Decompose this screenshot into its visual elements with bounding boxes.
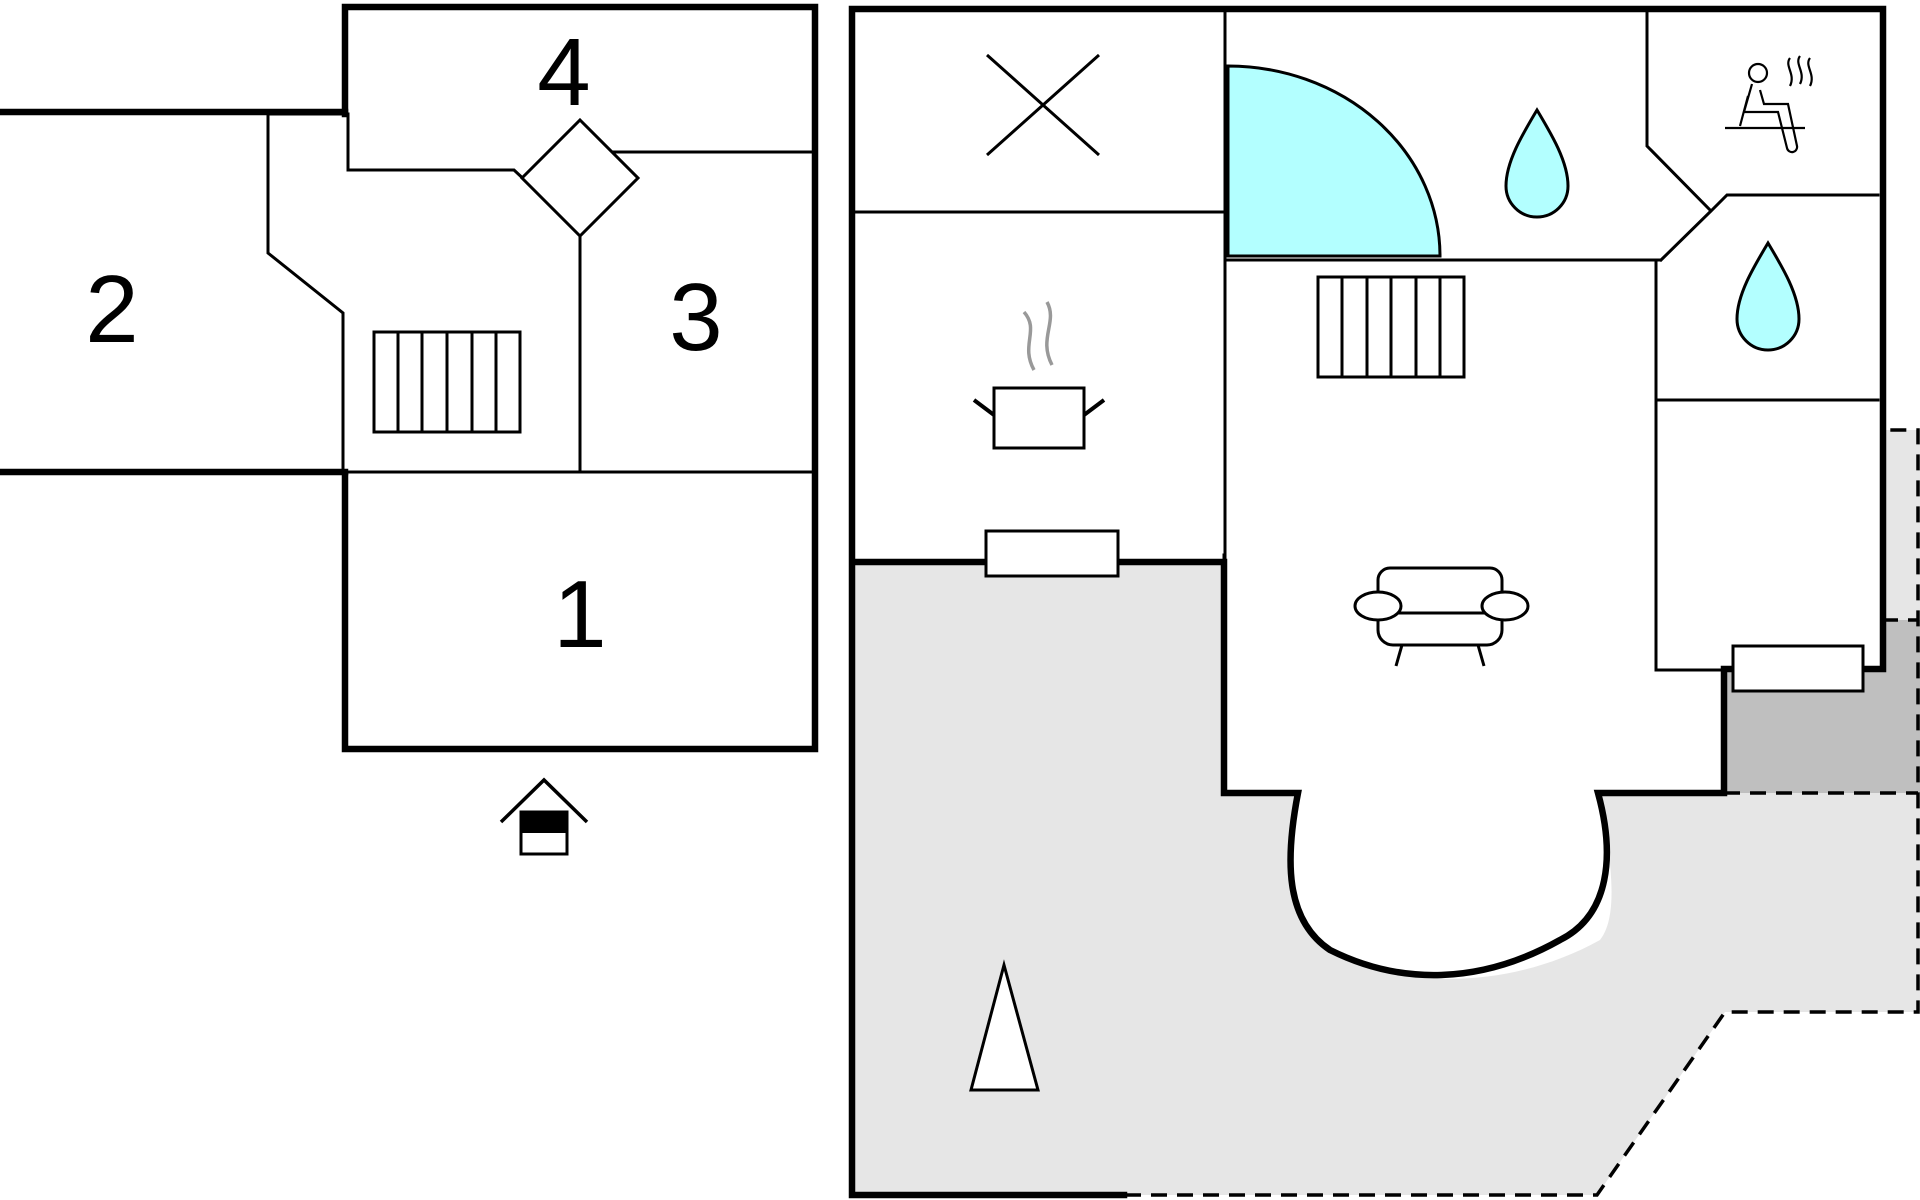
terrace-fill — [852, 562, 1920, 1195]
upper-floor-plan: 1 2 3 4 — [0, 3, 819, 856]
dining-cross-icon — [986, 53, 1100, 157]
water-drop-icon — [1504, 107, 1570, 219]
sauna-icon — [1725, 55, 1813, 154]
room-3-label: 3 — [669, 264, 722, 371]
terrace-right-strip — [1880, 430, 1920, 620]
stairs-icon — [372, 330, 522, 434]
covered-terrace-fill — [1724, 620, 1920, 793]
room-4-label: 4 — [537, 19, 590, 126]
water-drop-icon — [1735, 240, 1801, 352]
sofa-icon — [1353, 566, 1530, 667]
fireplace-icon — [519, 117, 641, 239]
room-2-wall — [0, 108, 349, 476]
hot-tub-icon — [1226, 64, 1442, 258]
cooking-pot-icon — [972, 301, 1106, 450]
terrace-dashed-outline — [1125, 428, 1920, 1197]
entrance-house-icon — [499, 777, 589, 856]
window-icon — [984, 529, 1120, 578]
ground-floor-plan — [848, 5, 1887, 1199]
tree-icon — [969, 959, 1040, 1092]
room-1-label: 1 — [553, 561, 606, 668]
ground-floor-outer-wall — [848, 5, 1887, 1199]
terrace-area — [852, 428, 1920, 1197]
interior-walls — [266, 112, 814, 474]
room-2-label: 2 — [85, 256, 138, 363]
window-icon — [1731, 644, 1865, 693]
upper-floor-outer-wall — [341, 3, 819, 753]
stairs-icon — [1316, 275, 1466, 379]
ground-floor-interior-walls — [853, 10, 1880, 672]
